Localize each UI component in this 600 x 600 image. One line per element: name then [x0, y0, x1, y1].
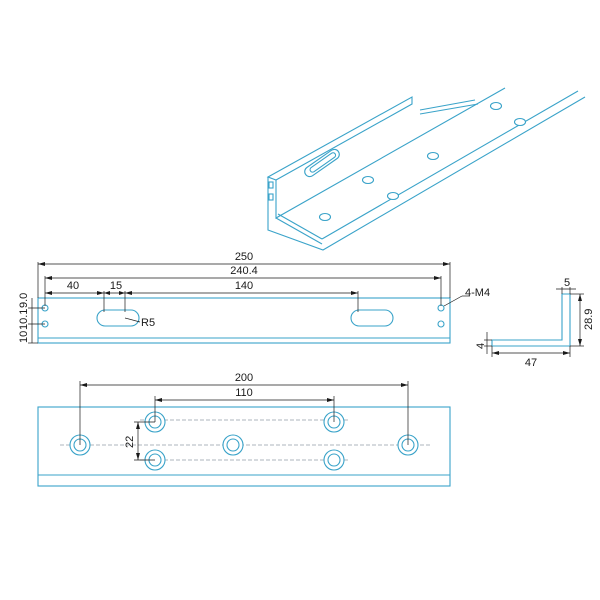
dim-47-label: 47 [525, 357, 537, 369]
dim-offset-1-label: 10.1 [18, 309, 30, 330]
front-slot-right [350, 309, 394, 327]
dim-4-label: 4 [475, 343, 487, 349]
bottom-view: 200 110 22 [37, 372, 451, 487]
front-dimensions: 250 240.4 40 15 140 R5 4-M4 10 10.1 9.0 [18, 251, 490, 344]
arrowhead [155, 398, 162, 402]
iso-floor-edge-2 [275, 217, 323, 245]
iso-hole [361, 175, 375, 185]
dim-240-label: 240.4 [230, 265, 258, 277]
iso-side-hole-2 [268, 193, 274, 201]
isometric-view [266, 87, 586, 251]
arrowhead [104, 291, 110, 295]
dim-15-label: 15 [110, 280, 122, 292]
iso-groove-1 [419, 99, 476, 111]
iso-groove-2 [419, 103, 479, 115]
leader-m4 [443, 295, 463, 307]
countersunk-hole [323, 449, 345, 471]
arrowhead [351, 291, 358, 295]
iso-floor-line [321, 90, 579, 240]
arrowhead [125, 291, 132, 295]
radius-label: R5 [141, 317, 155, 329]
iso-hole [386, 191, 400, 201]
iso-hole [489, 101, 503, 111]
arrowhead [119, 291, 125, 295]
arrowhead [401, 383, 408, 387]
front-hole [437, 320, 445, 328]
arrowhead [45, 276, 52, 280]
dim-110-label: 110 [235, 387, 253, 399]
arrowhead [434, 276, 441, 280]
hole-inner [327, 453, 341, 467]
side-view: 5 28.9 4 47 [475, 277, 595, 369]
arrowhead [38, 262, 45, 266]
arrowhead [327, 398, 334, 402]
arrowhead [578, 339, 582, 346]
hole-group [69, 411, 419, 471]
dim-offset-2-label: 9.0 [18, 293, 30, 308]
iso-slot-inner [309, 152, 337, 173]
arrowhead [563, 351, 570, 355]
arrowhead [136, 453, 140, 460]
countersunk-hole [222, 434, 244, 456]
hole-inner [226, 438, 240, 452]
dim-28-label: 28.9 [583, 309, 595, 330]
bottom-outline [37, 406, 451, 487]
leader-r5 [124, 317, 141, 323]
arrowhead [97, 291, 104, 295]
arrowhead [45, 291, 52, 295]
iso-side-hole-1 [268, 181, 274, 189]
iso-slot-outer [304, 148, 340, 178]
hole-callout-label: 4-M4 [465, 287, 490, 299]
arrowhead [443, 262, 450, 266]
front-outline [37, 297, 451, 344]
arrowhead [492, 351, 499, 355]
front-slot-left [96, 309, 140, 327]
iso-floor-edge [277, 213, 323, 240]
iso-top-lip [266, 96, 413, 181]
dim-22-label: 22 [124, 436, 136, 448]
dim-250-label: 250 [235, 251, 253, 263]
arrowhead [136, 422, 140, 429]
dim-140-label: 140 [235, 280, 253, 292]
dim-200-label: 200 [235, 372, 253, 384]
front-view [37, 297, 451, 344]
arrowhead [80, 383, 87, 387]
iso-hole [318, 212, 332, 222]
iso-hole [426, 151, 440, 161]
dim-40-label: 40 [67, 280, 79, 292]
dim-height-label: 10 [18, 331, 30, 343]
iso-slot [304, 148, 340, 178]
side-profile [491, 293, 571, 347]
dim-5-label: 5 [564, 277, 570, 289]
iso-hole [513, 117, 527, 127]
iso-outline [267, 96, 586, 251]
arrowhead [578, 294, 582, 301]
